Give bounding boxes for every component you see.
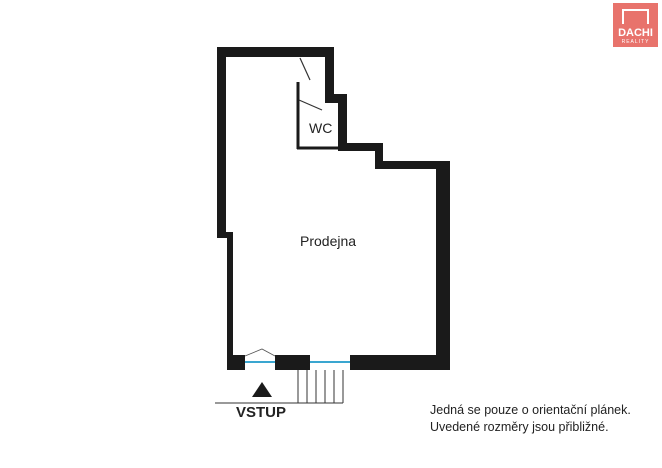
note-line-1: Jedná se pouze o orientační plánek. (430, 403, 631, 417)
room-label-prodejna: Prodejna (300, 233, 357, 249)
entrance-arrow-icon (252, 382, 272, 397)
door-2 (298, 99, 323, 111)
dachi-logo: DACHI REALITY (613, 3, 658, 47)
logo-sub: REALITY (621, 39, 650, 45)
logo-arch-icon (622, 9, 649, 24)
room-label-wc: WC (309, 120, 333, 136)
disclaimer-note: Jedná se pouze o orientační plánek. Uved… (430, 402, 631, 436)
entrance-door-swing (244, 348, 276, 357)
logo-name: DACHI (618, 27, 653, 39)
entrance-steps (297, 370, 344, 403)
walls (217, 47, 450, 370)
note-line-2: Uvedené rozměry jsou přibližné. (430, 420, 609, 434)
entrance-label: VSTUP (236, 404, 287, 421)
door-1 (299, 57, 311, 81)
